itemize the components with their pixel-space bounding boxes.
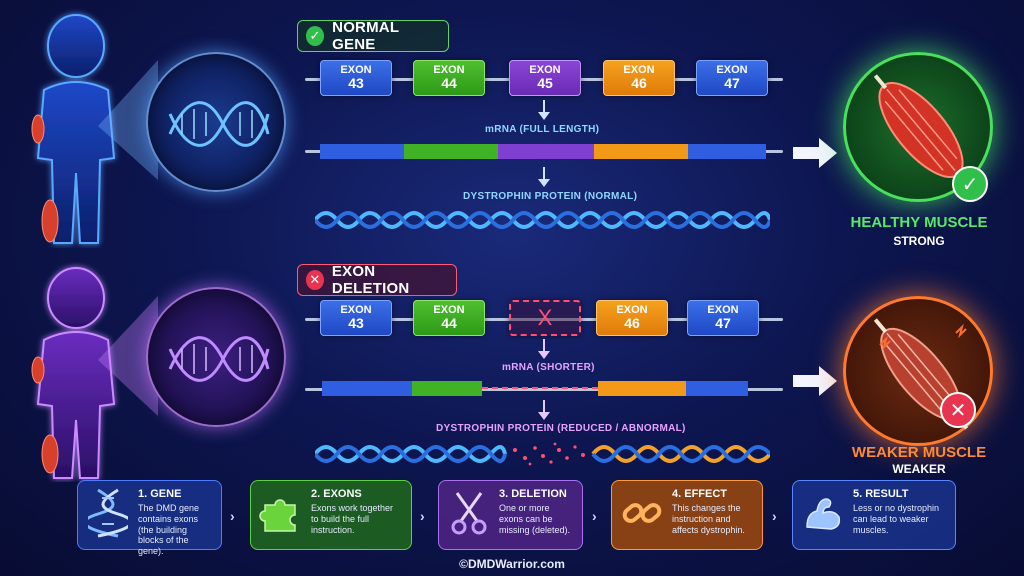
dystrophin-protein-normal	[315, 211, 770, 229]
dystrophin-protein-abnormal	[315, 442, 770, 466]
dna-helix-icon-normal	[168, 101, 270, 147]
step-title: 2. EXONS	[311, 488, 362, 500]
mrna-label-deletion: mRNA (SHORTER)	[502, 362, 595, 373]
check-icon: ✓	[306, 26, 325, 46]
down-arrow-icon	[538, 339, 550, 359]
scissors-icon	[447, 488, 491, 538]
arrow-right-icon	[793, 366, 837, 396]
chevron-right-icon: ›	[772, 508, 777, 524]
step-description: One or more exons can be missing (delete…	[499, 503, 571, 535]
step-title: 3. DELETION	[499, 488, 567, 500]
weaker-muscle-circle	[843, 296, 993, 446]
healthy-muscle-icon	[873, 74, 969, 186]
step-description: This changes the instruction and affects…	[672, 503, 745, 535]
step-title: 5. RESULT	[853, 488, 909, 500]
child-silhouette-deletion	[14, 262, 134, 482]
step-card-effect: 4. EFFECT This changes the instruction a…	[611, 480, 763, 550]
healthy-check-icon: ✓	[952, 166, 988, 202]
weaker-muscle-title: WEAKER MUSCLE	[851, 444, 987, 461]
x-circle-icon: ✕	[306, 270, 324, 290]
step-description: Less or no dystrophin can lead to weaker…	[853, 503, 940, 535]
magnifier-beam-deletion	[98, 296, 158, 416]
mrna-label-normal: mRNA (FULL LENGTH)	[485, 124, 600, 135]
weak-x-icon: ✕	[940, 392, 976, 428]
copyright-credit: ©DMDWarrior.com	[459, 557, 565, 571]
normal-gene-header: ✓ NORMAL GENE	[297, 19, 449, 53]
muscle-icon-arm-deletion	[30, 355, 46, 390]
pain-spark-icon	[879, 323, 967, 351]
normal-gene-title: NORMAL GENE	[332, 19, 399, 53]
child-silhouette-normal	[14, 8, 134, 248]
chevron-right-icon: ›	[230, 508, 235, 524]
exon-45-deleted: X	[509, 300, 581, 336]
step-card-exons: 2. EXONS Exons work together to build th…	[250, 480, 412, 550]
down-arrow-icon	[538, 100, 550, 120]
step-card-deletion: 3. DELETION One or more exons can be mis…	[438, 480, 583, 550]
magnifier-beam-normal	[98, 60, 158, 180]
chevron-right-icon: ›	[592, 508, 597, 524]
puzzle-icon	[259, 488, 303, 538]
arrow-right-icon	[793, 138, 837, 168]
dna-icon	[86, 488, 130, 538]
chevron-right-icon: ›	[420, 508, 425, 524]
mrna-strand-normal	[320, 144, 766, 159]
down-arrow-icon	[538, 400, 550, 420]
exon-deletion-title: EXON DELETION	[331, 263, 410, 297]
flexed-arm-icon	[801, 488, 845, 538]
dna-helix-icon-deletion	[168, 336, 270, 382]
protein-label-deletion: DYSTROPHIN PROTEIN (REDUCED / ABNORMAL)	[436, 423, 686, 434]
mrna-strand-deletion	[322, 381, 770, 396]
step-card-gene: 1. GENE The DMD gene contains exons (the…	[77, 480, 222, 556]
muscle-icon-leg-normal	[40, 197, 60, 250]
muscle-icon-leg-deletion	[40, 432, 60, 481]
protein-label-normal: DYSTROPHIN PROTEIN (NORMAL)	[463, 191, 638, 202]
exon-deletion-header: ✕ EXON DELETION	[297, 263, 457, 297]
weak-muscle-icon	[873, 318, 969, 430]
dna-lens-normal	[146, 52, 286, 192]
dna-lens-deletion	[146, 287, 286, 427]
step-title: 4. EFFECT	[672, 488, 728, 500]
muscle-icon-arm-normal	[30, 113, 46, 150]
step-title: 1. GENE	[138, 488, 182, 500]
healthy-muscle-circle	[843, 52, 993, 202]
healthy-muscle-title: HEALTHY MUSCLE	[850, 214, 988, 231]
step-card-result: 5. RESULT Less or no dystrophin can lead…	[792, 480, 956, 550]
broken-chain-icon	[620, 488, 664, 538]
step-description: The DMD gene contains exons (the buildin…	[138, 503, 200, 557]
mrna-rail-deletion	[305, 388, 783, 391]
healthy-muscle-subtitle: STRONG	[893, 234, 945, 248]
weaker-muscle-subtitle: WEAKER	[892, 462, 946, 476]
step-description: Exons work together to build the full in…	[311, 503, 394, 535]
down-arrow-icon	[538, 167, 550, 187]
deleted-x-mark: X	[537, 305, 553, 331]
